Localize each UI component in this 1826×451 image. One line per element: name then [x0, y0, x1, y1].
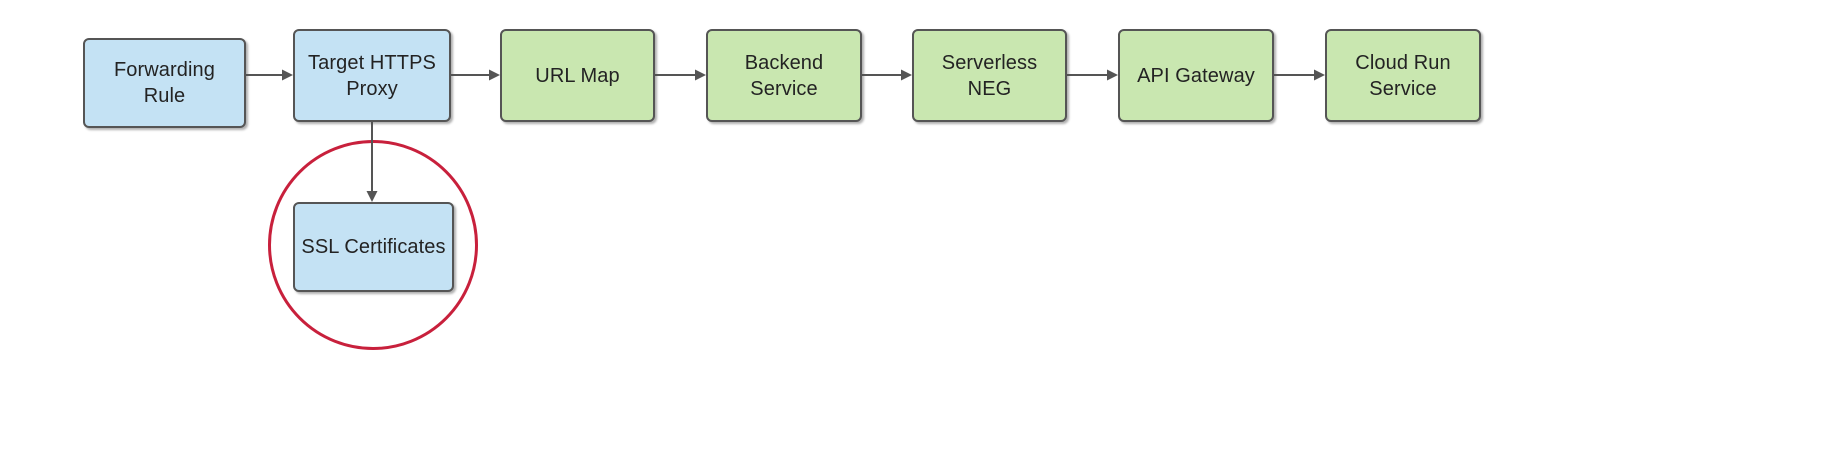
node-label-serverless-neg: Serverless NEG: [941, 51, 1038, 100]
ssl-certificates-highlight-circle: [268, 140, 478, 350]
node-label-url-map: URL Map: [535, 64, 620, 87]
node-cloud-run-service[interactable]: Cloud Run Service: [1325, 29, 1481, 122]
edge-url-map-to-backend-service: [655, 67, 706, 83]
node-forwarding-rule[interactable]: Forwarding Rule: [83, 38, 246, 128]
node-label-ssl-certificates: SSL Certificates: [301, 236, 446, 258]
node-label-api-gateway: API Gateway: [1137, 64, 1255, 87]
node-serverless-neg[interactable]: Serverless NEG: [912, 29, 1067, 122]
edge-serverless-neg-to-api-gateway: [1067, 67, 1118, 83]
node-label-backend-service: Backend Service: [744, 51, 824, 100]
node-label-forwarding-rule: Forwarding Rule: [113, 59, 216, 107]
node-ssl-certificates[interactable]: SSL Certificates: [293, 202, 454, 292]
edge-backend-service-to-serverless-neg: [862, 67, 912, 83]
node-api-gateway[interactable]: API Gateway: [1118, 29, 1274, 122]
node-label-target-https-proxy: Target HTTPS Proxy: [308, 51, 436, 100]
node-label-cloud-run-service: Cloud Run Service: [1355, 51, 1451, 100]
edge-api-gateway-to-cloud-run-service: [1274, 67, 1325, 83]
edge-target-https-proxy-to-url-map: [451, 67, 500, 83]
node-target-https-proxy[interactable]: Target HTTPS Proxy: [293, 29, 451, 122]
node-backend-service[interactable]: Backend Service: [706, 29, 862, 122]
edge-forwarding-rule-to-target-https-proxy: [246, 67, 293, 83]
node-url-map[interactable]: URL Map: [500, 29, 655, 122]
